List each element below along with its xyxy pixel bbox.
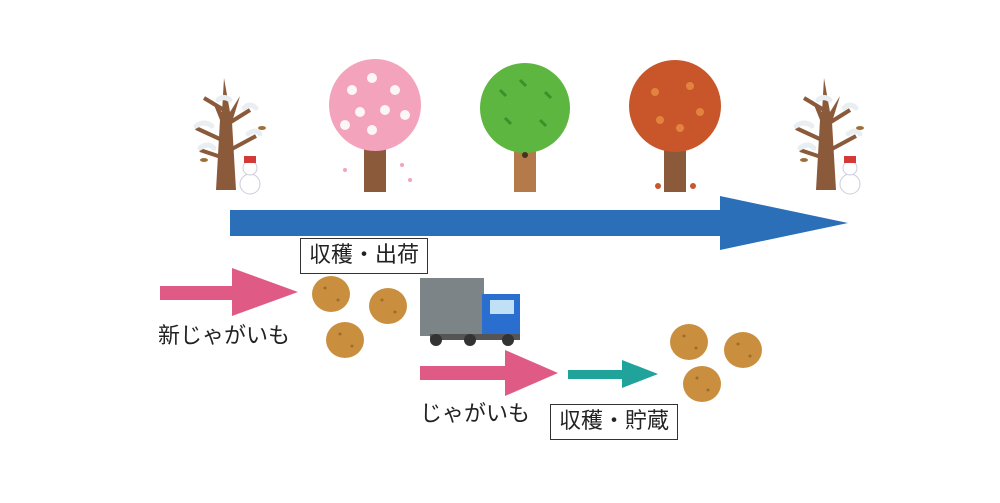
potato-icon (670, 324, 762, 402)
new-potato-arrow (160, 268, 298, 316)
potato-arrow (420, 350, 558, 396)
harvest-store-label: 収穫・貯蔵 (550, 404, 679, 440)
truck-icon (420, 278, 520, 346)
snowman-icon (839, 156, 861, 195)
summer-tree-icon (480, 63, 570, 192)
spring-tree-icon (329, 59, 421, 192)
timeline-arrow (230, 196, 848, 250)
harvest-ship-label: 収穫・出荷 (300, 238, 429, 274)
autumn-tree-icon (629, 60, 721, 192)
storage-arrow (568, 360, 658, 388)
potato-icon (312, 276, 407, 358)
winter-tree-icon (793, 78, 864, 190)
potato-label: じゃがいも (420, 402, 531, 427)
snowman-icon (239, 156, 261, 195)
winter-tree-icon (193, 78, 266, 190)
new-potato-label: 新じゃがいも (158, 324, 291, 349)
